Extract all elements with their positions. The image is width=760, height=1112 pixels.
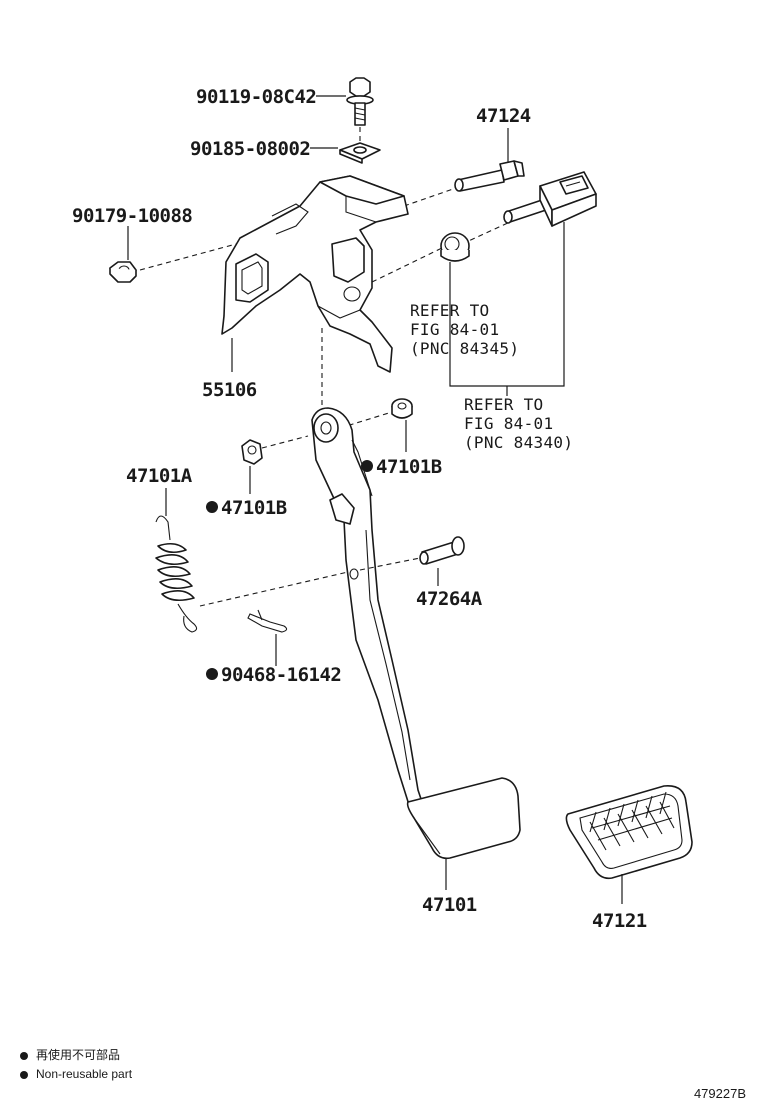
label-90468-16142: 90468-16142 xyxy=(221,664,341,686)
non-reusable-dot-icon xyxy=(20,1070,28,1079)
non-reusable-dot-icon xyxy=(206,668,218,680)
return-spring-icon xyxy=(155,515,198,633)
ref-84340-line2: FIG 84-01 xyxy=(464,414,553,433)
bolt-90119-icon xyxy=(346,77,374,126)
pin-47124-icon xyxy=(454,160,525,192)
legend-row-en: Non-reusable part xyxy=(20,1065,132,1084)
stop-lamp-switch-icon xyxy=(503,171,597,227)
label-90119-08C42: 90119-08C42 xyxy=(196,86,316,108)
clip-90468-icon xyxy=(247,609,288,633)
label-90179-10088: 90179-10088 xyxy=(72,205,192,227)
pedal-bracket-55106-icon xyxy=(221,175,409,373)
pedal-pad-47121-icon xyxy=(565,785,693,880)
pin-47264A-icon xyxy=(419,536,465,565)
ref-84340-line3: (PNC 84340) xyxy=(464,433,573,452)
label-47101: 47101 xyxy=(422,894,477,916)
ref-84345-line3: (PNC 84345) xyxy=(410,339,519,358)
non-reusable-dot-icon xyxy=(361,460,373,472)
ref-84345-line2: FIG 84-01 xyxy=(410,320,499,339)
nut-90179-icon xyxy=(109,261,137,283)
label-90185-08002: 90185-08002 xyxy=(190,138,310,160)
ref-84345-line1: REFER TO xyxy=(410,301,489,320)
label-47124: 47124 xyxy=(476,105,531,127)
ref-84340-line1: REFER TO xyxy=(464,395,543,414)
stopper-cushion-icon xyxy=(440,232,470,262)
label-55106: 55106 xyxy=(202,379,257,401)
bushing-right-icon xyxy=(391,398,413,419)
figure-id: 479227B xyxy=(693,1086,746,1101)
clip-nut-90185-icon xyxy=(339,142,381,164)
label-47264A: 47264A xyxy=(416,588,483,610)
legend-text-en: Non-reusable part xyxy=(36,1067,133,1081)
legend: 再使用不可部品 Non-reusable part xyxy=(20,1046,132,1084)
bushing-left-icon xyxy=(241,439,263,465)
non-reusable-dot-icon xyxy=(20,1051,28,1060)
brake-pedal-arm-icon xyxy=(311,407,521,860)
label-47101B-right: 47101B xyxy=(376,456,442,478)
non-reusable-dot-icon xyxy=(206,501,218,513)
legend-text-jp: 再使用不可部品 xyxy=(36,1048,121,1062)
label-47121: 47121 xyxy=(592,910,647,932)
label-47101A: 47101A xyxy=(126,465,193,487)
label-47101B-left: 47101B xyxy=(221,497,287,519)
legend-row-jp: 再使用不可部品 xyxy=(20,1046,132,1065)
